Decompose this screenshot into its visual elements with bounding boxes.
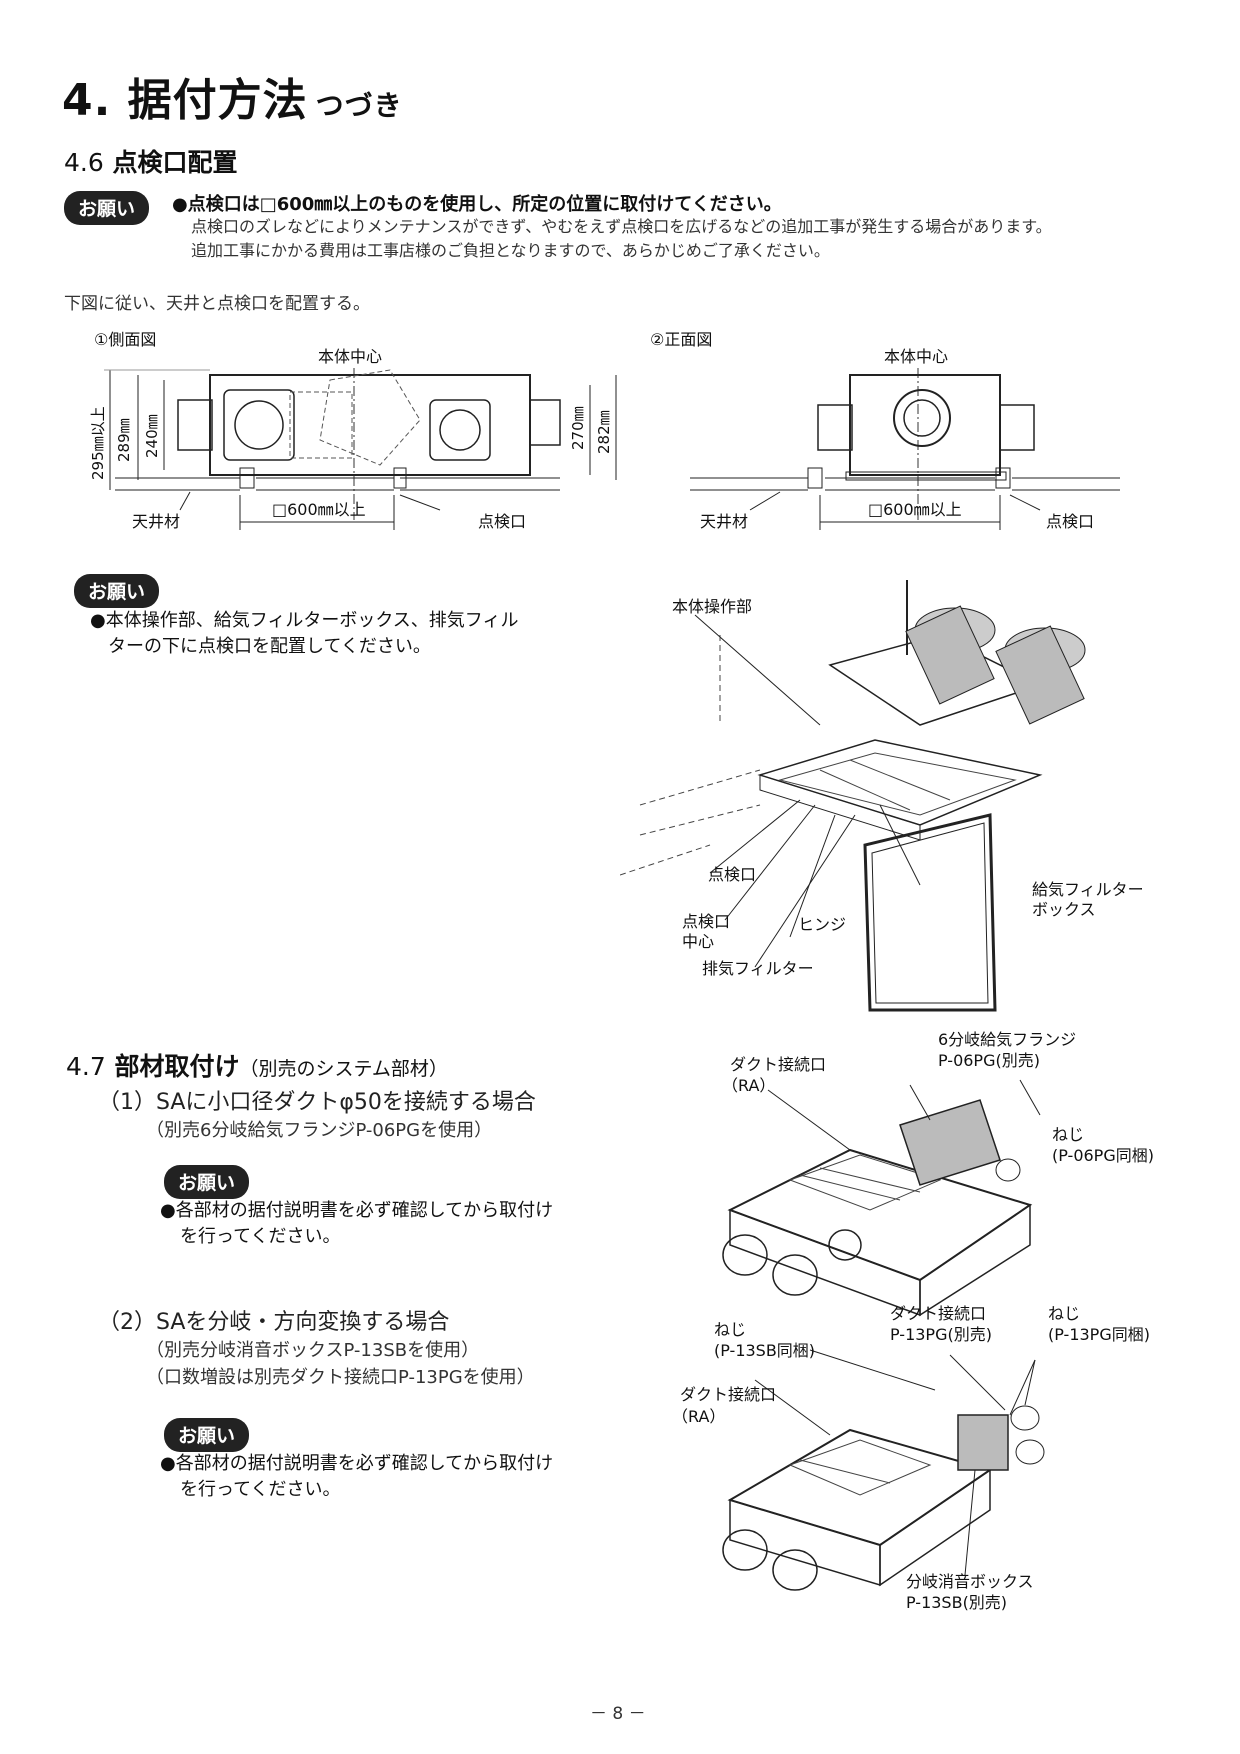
section-title-text: 部材取付け <box>114 1052 240 1081</box>
duct-port-label: ダクト接続口 <box>890 1304 987 1323</box>
section-4-7-title: 4.7 部材取付け（別売のシステム部材） <box>66 1047 448 1083</box>
dim-240-label: 240㎜ <box>143 414 161 458</box>
branch-box-label: 分岐消音ボックス <box>906 1572 1034 1591</box>
note2-line: ターの下に点検口を配置してください。 <box>108 636 431 657</box>
hatch-center-label: 中心 <box>682 932 715 951</box>
case1-title: （1）SAに小口径ダクトφ50を接続する場合 <box>98 1090 536 1115</box>
duct-port-label: P-13PG(別売) <box>890 1325 992 1344</box>
note-line: 追加工事にかかる費用は工事店様のご負担となりますので、あらかじめご了承ください。 <box>191 241 830 260</box>
span-label: □600㎜以上 <box>272 500 366 519</box>
case1-sub: （別売6分岐給気フランジP-06PGを使用） <box>146 1120 493 1141</box>
request-badge: お願い <box>164 1165 250 1199</box>
note-line: 点検口のズレなどによりメンテナンスができず、やむをえず点検口を広げるなどの追加工… <box>191 217 1052 236</box>
case2-note: を行ってください。 <box>180 1479 341 1500</box>
front-view-caption: ②正面図 <box>650 330 713 349</box>
ceiling-label: 天井材 <box>700 512 749 531</box>
section-title-text: 点検口配置 <box>112 148 238 177</box>
hatch-center-label: 点検口 <box>682 912 731 931</box>
page-title-text: 4. 据付方法 <box>62 75 308 126</box>
screw-label: ねじ <box>1052 1125 1085 1144</box>
case2-note: ●各部材の据付説明書を必ず確認してから取付け <box>160 1453 554 1474</box>
dim-289-label: 289㎜ <box>115 418 133 462</box>
intro-text: 下図に従い、天井と点検口を配置する。 <box>64 294 370 314</box>
ceiling-label: 天井材 <box>132 512 181 531</box>
case2-sub: （口数増設は別売ダクト接続口P-13PGを使用） <box>146 1367 535 1388</box>
section-4-6-title: 4.6 点検口配置 <box>64 143 238 179</box>
span-label: □600㎜以上 <box>868 500 962 519</box>
note2-line: ●本体操作部、給気フィルターボックス、排気フィル <box>90 610 519 631</box>
duct-port-label: ダクト接続口 <box>680 1385 777 1404</box>
case2-sub: （別売分岐消音ボックスP-13SBを使用） <box>146 1340 480 1361</box>
hatch-label: 点検口 <box>478 512 527 531</box>
section-number: 4.6 <box>64 148 104 177</box>
duct-port-label: ダクト接続口 <box>730 1055 827 1074</box>
hinge-label: ヒンジ <box>798 915 847 934</box>
duct-port-label: （RA） <box>722 1076 776 1095</box>
screw-label: ねじ <box>1048 1304 1081 1323</box>
screw-label: (P-06PG同梱) <box>1052 1146 1154 1165</box>
center-label: 本体中心 <box>884 347 949 366</box>
request-badge: お願い <box>64 191 150 225</box>
flange-figure: ダクト接続口 （RA） 6分岐給気フランジ P-06PG(別売) ねじ (P-0… <box>700 1030 1200 1320</box>
page-title: 4. 据付方法つづき <box>62 64 403 128</box>
control-panel-label: 本体操作部 <box>672 597 753 616</box>
hatch-label: 点検口 <box>708 865 757 884</box>
request-badge: お願い <box>164 1418 250 1452</box>
screw-label: (P-13PG同梱) <box>1048 1325 1150 1344</box>
case1-note: ●各部材の据付説明書を必ず確認してから取付け <box>160 1200 554 1221</box>
iso-drawing <box>620 580 1086 1012</box>
branch-box-label: P-13SB(別売) <box>906 1593 1008 1612</box>
branch-box-figure: ねじ (P-13SB同梱) ダクト接続口 P-13PG(別売) ねじ (P-13… <box>672 1304 1200 1620</box>
flange-drawing <box>722 1079 1041 1317</box>
dim-270-label: 270㎜ <box>569 406 587 450</box>
flange-label: P-06PG(別売) <box>938 1051 1040 1070</box>
case2-title: （2）SAを分岐・方向変換する場合 <box>98 1310 450 1335</box>
request-badge: お願い <box>74 574 160 608</box>
side-view-drawing <box>104 368 617 530</box>
note-bold: ●点検口は□600㎜以上のものを使用し、所定の位置に取付けてください。 <box>172 194 782 215</box>
hatch-iso-illustration: 本体操作部 点検口 点検口 中心 ヒンジ 排気フィルター 給気フィルター ボック… <box>620 575 1180 1025</box>
center-label: 本体中心 <box>318 347 383 366</box>
side-view-caption: ①側面図 <box>94 330 157 349</box>
dim-295-label: 295㎜以上 <box>89 406 107 480</box>
section-title-paren: （別売のシステム部材） <box>239 1058 448 1080</box>
page-number: － 8 － <box>590 1704 646 1724</box>
front-view-diagram: ②正面図 本体中心 天井材 □600㎜以上 点検口 <box>650 330 1130 540</box>
screw-label: (P-13SB同梱) <box>714 1341 816 1360</box>
dim-282-label: 282㎜ <box>595 410 613 454</box>
exhaust-filter-label: 排気フィルター <box>702 959 814 978</box>
hatch-label: 点検口 <box>1046 512 1095 531</box>
section-number: 4.7 <box>66 1052 106 1081</box>
duct-port-label: （RA） <box>672 1407 726 1426</box>
supply-filter-label: ボックス <box>1032 900 1096 919</box>
side-view-diagram: ①側面図 本体中心 <box>60 330 620 540</box>
case1-note: を行ってください。 <box>180 1226 341 1247</box>
front-view-drawing <box>690 368 1120 530</box>
page-title-suffix: つづき <box>315 89 403 122</box>
screw-label: ねじ <box>714 1320 747 1339</box>
flange-label: 6分岐給気フランジ <box>938 1030 1077 1049</box>
branch-box-drawing <box>722 1349 1045 1591</box>
supply-filter-label: 給気フィルター <box>1032 880 1144 899</box>
